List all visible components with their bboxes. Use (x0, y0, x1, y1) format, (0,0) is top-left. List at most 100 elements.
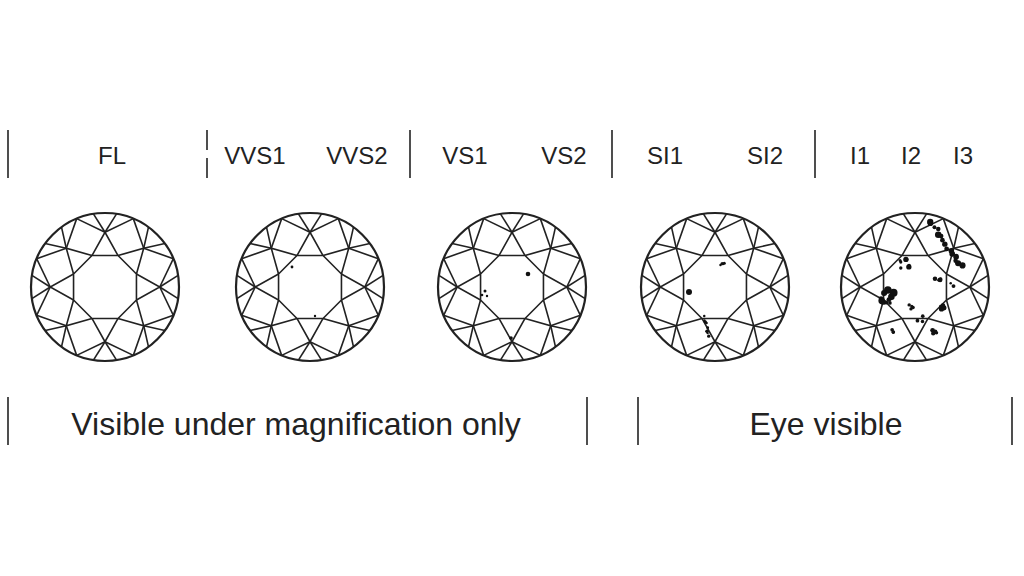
inclusion-dot (941, 303, 946, 308)
diamond-drawing (841, 213, 989, 361)
bracket-line (7, 397, 9, 445)
facet-line (105, 214, 117, 232)
facet-line (469, 326, 474, 347)
facet-line (349, 227, 354, 248)
facet-line (469, 227, 474, 248)
facet-line (473, 248, 499, 274)
inclusion-dot (881, 290, 887, 296)
facet-line (703, 214, 715, 232)
facet-line (647, 315, 677, 325)
inclusion-dot (942, 241, 947, 246)
facet-line (954, 244, 975, 249)
facet-line (970, 275, 988, 287)
facet-line (915, 342, 927, 360)
facet-line (943, 326, 953, 356)
inclusion-dot (889, 295, 893, 299)
inclusion-dot (892, 330, 895, 333)
separator-line (611, 130, 613, 178)
facet-line (160, 287, 178, 299)
facet-line (872, 326, 877, 347)
facet-line (93, 342, 105, 360)
facet-line (457, 274, 480, 300)
facet-line (271, 326, 281, 356)
facet-line (365, 275, 383, 287)
grade-label: I2 (901, 144, 921, 168)
visibility-label: Eye visible (750, 408, 903, 440)
facet-line (452, 244, 473, 249)
facet-line (338, 219, 348, 249)
separator-line (206, 158, 208, 178)
facet-line (62, 326, 67, 347)
facet-line (37, 248, 67, 258)
facet-line (133, 326, 143, 356)
facet-line (642, 275, 660, 287)
facet-line (349, 326, 354, 347)
inclusion-dot (952, 284, 956, 288)
facet-line (338, 326, 348, 356)
girdle-outline (236, 213, 384, 361)
facet-line (473, 219, 483, 249)
inclusion-dot (481, 294, 484, 297)
facet-line (271, 300, 297, 326)
inclusion-dot (526, 272, 531, 277)
facet-line (349, 248, 379, 258)
facet-line (540, 326, 550, 356)
facet-line (66, 219, 76, 249)
facet-line (715, 342, 727, 360)
facet-line (543, 274, 566, 300)
facet-line (743, 219, 753, 249)
diamond-drawing (641, 213, 789, 361)
facet-line (271, 248, 297, 274)
facet-line (876, 326, 886, 356)
facet-line (551, 326, 572, 331)
facet-line (341, 274, 364, 300)
facet-line (250, 326, 271, 331)
facet-line (250, 244, 271, 249)
facet-line (271, 219, 281, 249)
inclusion-dot (938, 277, 943, 282)
facet-line (970, 287, 988, 299)
facet-line (902, 232, 928, 255)
facet-line (872, 227, 877, 248)
facet-line (500, 342, 512, 360)
separator-line (409, 130, 411, 178)
inclusion-dot (899, 259, 902, 262)
facet-line (144, 248, 174, 258)
grade-label: VVS2 (326, 144, 387, 168)
facet-line (903, 214, 915, 232)
bracket-line (637, 397, 639, 445)
inclusion-dot (706, 332, 708, 334)
grade-label: VVS1 (224, 144, 285, 168)
facet-line (144, 227, 149, 248)
facet-line (754, 248, 784, 258)
inclusion-dot (933, 277, 938, 282)
facet-line (954, 326, 959, 347)
facet-line (754, 326, 775, 331)
facet-line (876, 219, 886, 249)
facet-line (66, 248, 92, 274)
separator-line (206, 130, 208, 150)
facet-line (66, 300, 92, 326)
girdle-outline (641, 213, 789, 361)
facet-line (642, 287, 660, 299)
facet-line (481, 256, 544, 319)
facet-line (860, 274, 883, 300)
facet-line (551, 244, 572, 249)
facet-line (647, 248, 677, 258)
facet-line (728, 248, 754, 274)
facet-line (746, 274, 769, 300)
inclusion-dot (939, 277, 943, 281)
inclusion-dot (959, 262, 965, 268)
inclusion-dot (880, 301, 884, 305)
facet-line (551, 326, 556, 347)
facet-line (946, 274, 969, 300)
facet-line (728, 300, 754, 326)
diamond-drawing (236, 213, 384, 361)
inclusion-dot (899, 266, 902, 269)
facet-line (551, 315, 581, 325)
grade-label: SI1 (647, 144, 683, 168)
facet-line (118, 300, 144, 326)
facet-line (903, 342, 915, 360)
inclusion-dot (703, 315, 706, 318)
facet-line (323, 300, 349, 326)
